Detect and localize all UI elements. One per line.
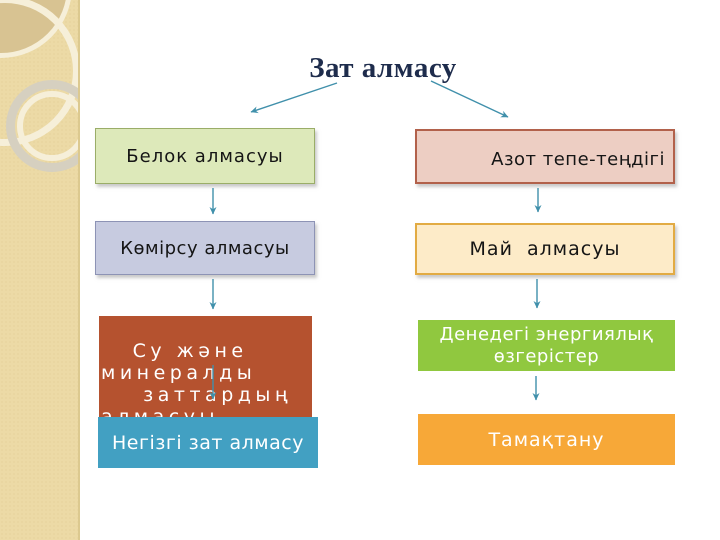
box-body-energy-changes-label: Денедегі энергиялық өзгерістер (439, 323, 660, 367)
box-basal-metabolism-label: Негізгі зат алмасу (112, 431, 304, 454)
decorative-sidebar (0, 0, 80, 540)
box-protein-metabolism-label: Белок алмасуы (126, 145, 284, 167)
sidebar-inner-ring-decoration (17, 91, 78, 161)
box-nutrition: Тамақтану (418, 414, 675, 465)
box-carbohydrate-metabolism: Көмірсу алмасуы (95, 221, 315, 275)
arrow-title-to-protein (250, 82, 338, 114)
box-fat-metabolism: Май алмасуы (415, 223, 675, 275)
sidebar-gray-ring-decoration (6, 80, 78, 172)
arrow-title-to-nitrogen (430, 80, 509, 118)
box-fat-metabolism-label: Май алмасуы (469, 238, 621, 260)
box-water-mineral-metabolism: Су және минералды заттардың алмасуы (99, 316, 312, 428)
box-water-mineral-metabolism-label: Су және минералды заттардың алмасуы (101, 340, 292, 428)
box-nutrition-label: Тамақтану (488, 428, 605, 451)
box-carbohydrate-metabolism-label: Көмірсу алмасуы (120, 237, 290, 259)
box-body-energy-changes: Денедегі энергиялық өзгерістер (418, 320, 675, 371)
box-nitrogen-balance-label: Азот тепе-теңдігі (491, 149, 665, 170)
slide-title: Зат алмасу (309, 52, 457, 84)
box-nitrogen-balance: Азот тепе-теңдігі (415, 129, 675, 184)
box-protein-metabolism: Белок алмасуы (95, 128, 315, 184)
box-basal-metabolism: Негізгі зат алмасу (98, 417, 318, 468)
